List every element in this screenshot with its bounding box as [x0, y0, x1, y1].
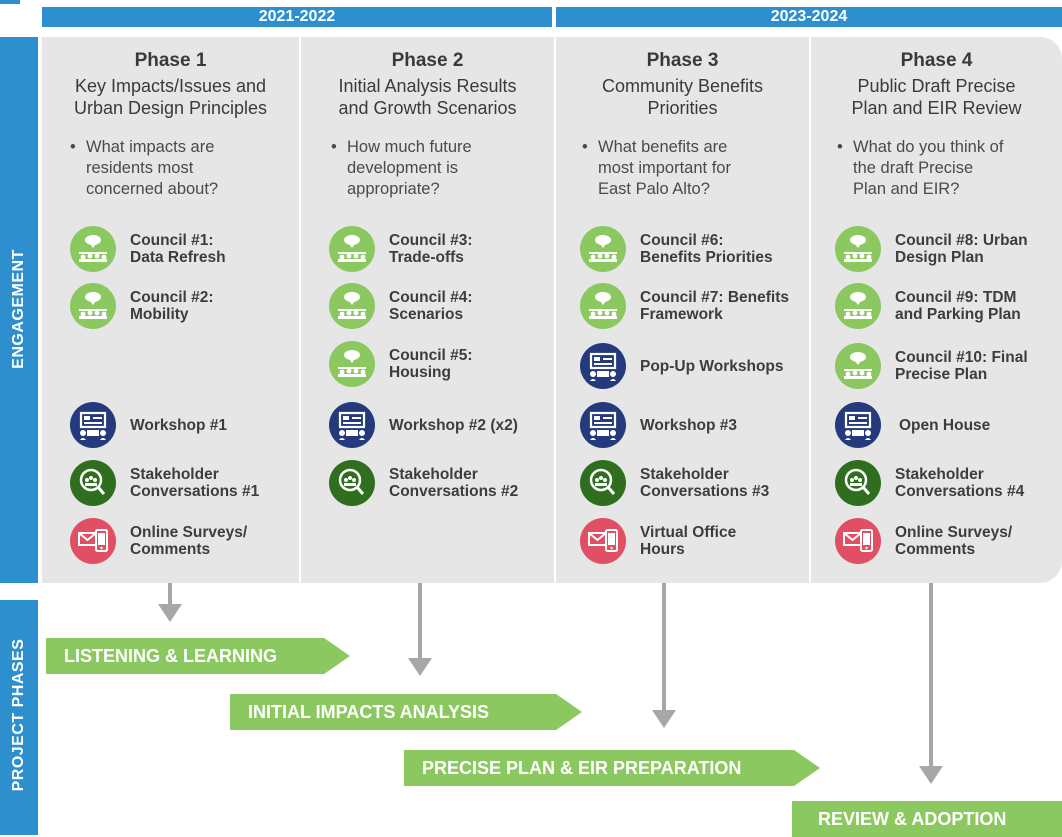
stakeholder-icon: [329, 460, 375, 506]
council-2-item: Council #2:Mobility: [70, 283, 300, 331]
column-divider: [809, 37, 811, 583]
survey-icon: [835, 518, 881, 564]
precise-plan-eir-preparation-banner: PRECISE PLAN & EIR PREPARATION: [404, 750, 820, 786]
column-divider: [554, 37, 556, 583]
stakeholder-icon: [580, 460, 626, 506]
council-6-item: Council #6:Benefits Priorities: [580, 226, 810, 274]
council-icon: [835, 343, 881, 389]
column-divider: [299, 37, 301, 583]
online-surveys-item: Online Surveys/Comments: [835, 518, 1062, 566]
workshop-icon: [580, 343, 626, 389]
header-sliver: [0, 0, 20, 4]
council-icon: [329, 226, 375, 272]
engagement-label: ENGAGEMENT: [10, 249, 27, 369]
phase-3-arrow-head: [652, 710, 676, 728]
workshop-2-item: Workshop #2 (x2): [329, 402, 559, 450]
phase-2-arrow-shaft: [418, 583, 422, 659]
open-house-item: Open House: [835, 402, 1062, 450]
council-icon: [329, 283, 375, 329]
stakeholder-icon: [70, 460, 116, 506]
phase-1-arrow-head: [158, 604, 182, 622]
phase-4-arrow-shaft: [929, 583, 933, 767]
workshop-3-item: Workshop #3: [580, 402, 810, 450]
council-icon: [835, 226, 881, 272]
workshop-icon: [835, 402, 881, 448]
phase-title: Phase 1: [134, 50, 207, 71]
review-adoption-banner: REVIEW & ADOPTION: [792, 801, 1062, 837]
survey-icon: [70, 518, 116, 564]
phase-2-arrow-head: [408, 658, 432, 676]
phase-title: Phase 2: [391, 50, 464, 71]
online-surveys-item: Online Surveys/Comments: [70, 518, 300, 566]
council-1-item: Council #1:Data Refresh: [70, 226, 300, 274]
listening-learning-banner: LISTENING & LEARNING: [46, 638, 350, 674]
council-icon: [580, 283, 626, 329]
council-icon: [70, 226, 116, 272]
year-header-2023-2024: 2023-2024: [556, 7, 1062, 27]
workshop-1-item: Workshop #1: [70, 402, 300, 450]
pop-up-workshops-item: Pop-Up Workshops: [580, 343, 810, 391]
council-icon: [835, 283, 881, 329]
phase-1-arrow-shaft: [168, 583, 172, 605]
phase-4-arrow-head: [919, 766, 943, 784]
council-4-item: Council #4:Scenarios: [329, 283, 559, 331]
stakeholder-icon: [835, 460, 881, 506]
workshop-icon: [329, 402, 375, 448]
council-5-item: Council #5:Housing: [329, 341, 559, 389]
council-icon: [329, 341, 375, 387]
phase-title: Phase 4: [900, 50, 973, 71]
phase-title: Phase 3: [646, 50, 719, 71]
initial-impacts-analysis-banner: INITIAL IMPACTS ANALYSIS: [230, 694, 582, 730]
council-icon: [580, 226, 626, 272]
workshop-icon: [70, 402, 116, 448]
year-header-2021-2022: 2021-2022: [42, 7, 552, 27]
survey-icon: [580, 518, 626, 564]
engagement-side-bar: [0, 37, 38, 583]
council-3-item: Council #3:Trade-offs: [329, 226, 559, 274]
workshop-icon: [580, 402, 626, 448]
phase-3-arrow-shaft: [662, 583, 666, 711]
project-phases-label: PROJECT PHASES: [10, 638, 27, 792]
project-phases-side-bar: [0, 600, 38, 835]
council-icon: [70, 283, 116, 329]
